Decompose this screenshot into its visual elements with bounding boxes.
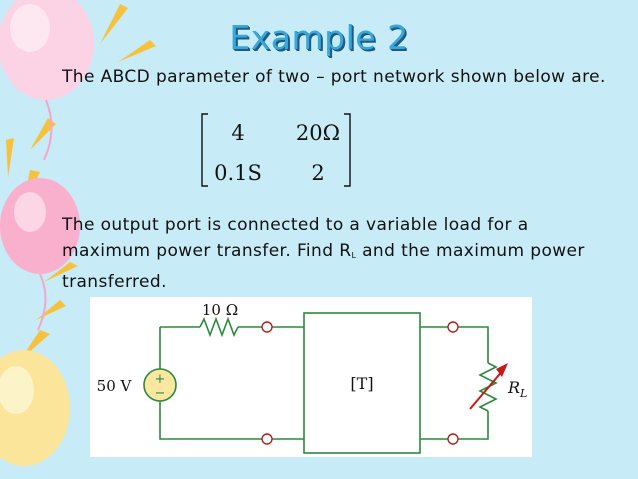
intro-paragraph: The ABCD parameter of two – port network…	[62, 67, 606, 87]
source-minus: −	[155, 386, 166, 401]
variable-arrowhead-icon	[496, 363, 508, 377]
circuit-diagram: + − 10 Ω 50 V [T] RL	[90, 297, 532, 457]
abcd-matrix: 4 20Ω 0.1S 2	[201, 113, 351, 187]
balloon-bottom	[0, 350, 70, 466]
problem-paragraph: The output port is connected to a variab…	[62, 212, 622, 295]
terminal-2	[261, 433, 273, 445]
matrix-a22: 2	[311, 161, 324, 185]
two-port-box	[303, 312, 421, 454]
balloon-top	[0, 0, 94, 161]
wire-left-vertical-bottom	[159, 401, 262, 440]
voltage-source-icon	[143, 368, 177, 402]
matrix-a21: 0.1S	[214, 161, 262, 185]
problem-subscript: L	[351, 251, 357, 260]
terminal-3	[447, 321, 459, 333]
load-label: RL	[507, 378, 527, 400]
terminal-4	[447, 433, 459, 445]
matrix-a12: 20Ω	[296, 121, 340, 145]
source-plus: +	[155, 372, 166, 387]
load-label-sub: L	[519, 387, 527, 400]
problem-text-b: and the maximum power transferred.	[62, 241, 585, 292]
matrix-a11: 4	[231, 121, 244, 145]
load-label-main: R	[507, 378, 520, 397]
variable-arrow-icon	[469, 368, 505, 410]
terminal-1	[261, 321, 273, 333]
wire-right-top	[458, 326, 489, 363]
network-label: [T]	[350, 374, 373, 393]
wire-right-bottom	[458, 411, 489, 440]
resistor-10-ohm	[199, 316, 239, 338]
source-label: 50 V	[97, 377, 133, 395]
matrix-brackets	[201, 113, 351, 187]
slide-title: Example 2	[229, 18, 409, 57]
balloon-middle	[0, 178, 80, 331]
problem-text-a: The output port is connected to a variab…	[62, 215, 529, 261]
resistor-label: 10 Ω	[202, 301, 238, 319]
